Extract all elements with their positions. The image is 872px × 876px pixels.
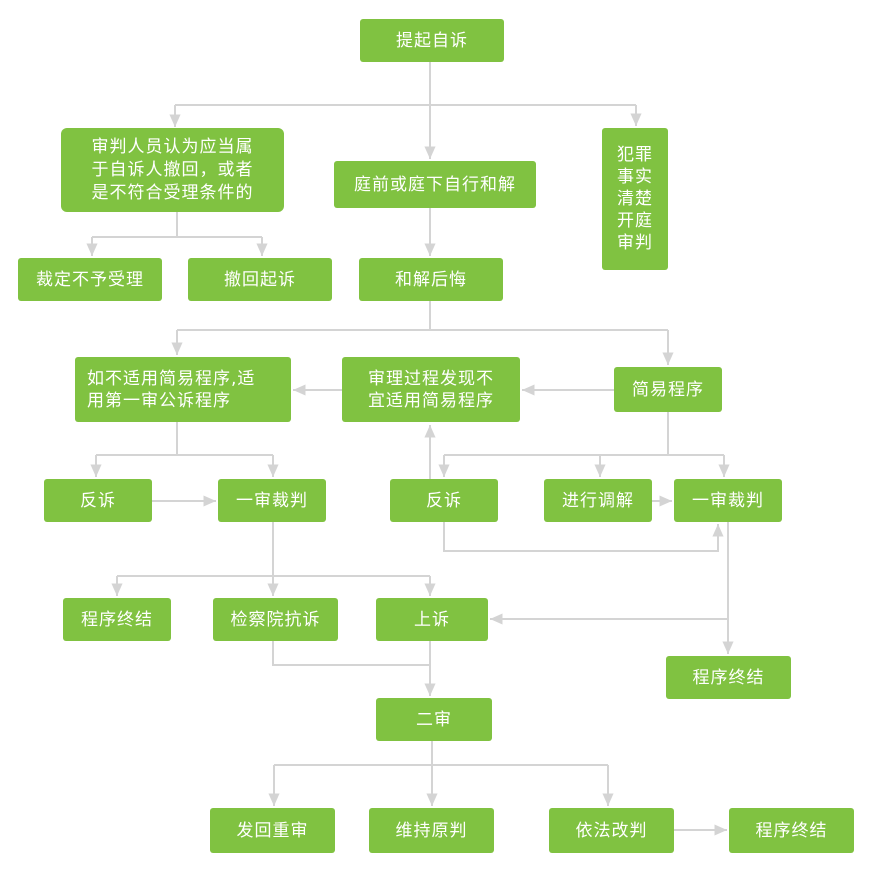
node-found-unsuitable: 审理过程发现不 宜适用简易程序 <box>342 357 520 422</box>
node-simplified-procedure: 简易程序 <box>614 367 722 412</box>
node-terminate-right: 程序终结 <box>666 656 791 699</box>
edge-counterclaim-loop <box>443 522 724 552</box>
edge-protest-down <box>272 641 430 666</box>
node-facts-clear: 犯罪 事实 清楚 开庭 审判 <box>602 128 668 270</box>
node-procuratorate-protest: 检察院抗诉 <box>213 598 338 641</box>
node-ruling-not-accept: 裁定不予受理 <box>18 258 162 301</box>
node-counterclaim-left: 反诉 <box>44 479 152 522</box>
node-uphold-original: 维持原判 <box>369 808 494 853</box>
node-non-simplified-public: 如不适用简易程序,适 用第一审公诉程序 <box>75 357 291 422</box>
node-mediation: 进行调解 <box>544 479 652 522</box>
node-first-instance-right: 一审裁判 <box>674 479 782 522</box>
node-terminate-bottom: 程序终结 <box>729 808 854 853</box>
node-withdraw-suit: 撤回起诉 <box>188 258 332 301</box>
node-amend-by-law: 依法改判 <box>549 808 674 853</box>
node-remand-retrial: 发回重审 <box>210 808 335 853</box>
node-pretrial-settlement: 庭前或庭下自行和解 <box>334 161 536 208</box>
node-terminate-left: 程序终结 <box>63 598 171 641</box>
node-second-instance: 二审 <box>376 698 492 741</box>
node-start: 提起自诉 <box>360 19 504 62</box>
node-counterclaim-mid: 反诉 <box>390 479 498 522</box>
node-regret-settlement: 和解后悔 <box>359 258 503 301</box>
node-first-instance-left: 一审裁判 <box>218 479 326 522</box>
node-withdrawal-or-unqualified: 审判人员认为应当属 于自诉人撤回，或者 是不符合受理条件的 <box>61 128 284 212</box>
node-appeal: 上诉 <box>376 598 488 641</box>
